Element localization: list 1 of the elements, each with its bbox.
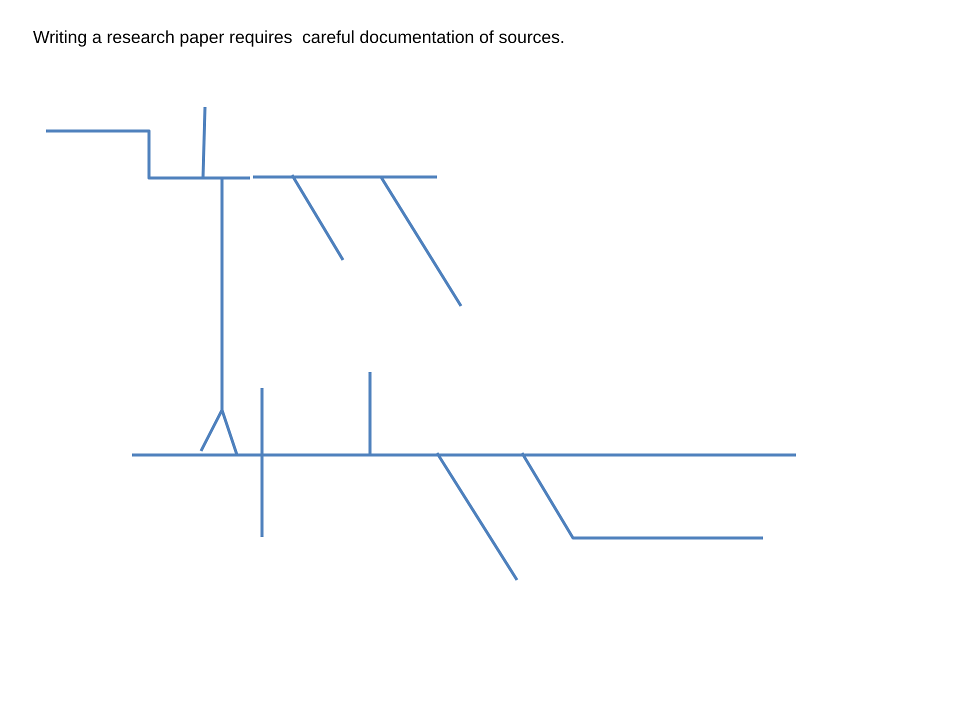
title: Writing a research paper requires careful documentation of sources.: [33, 27, 565, 48]
